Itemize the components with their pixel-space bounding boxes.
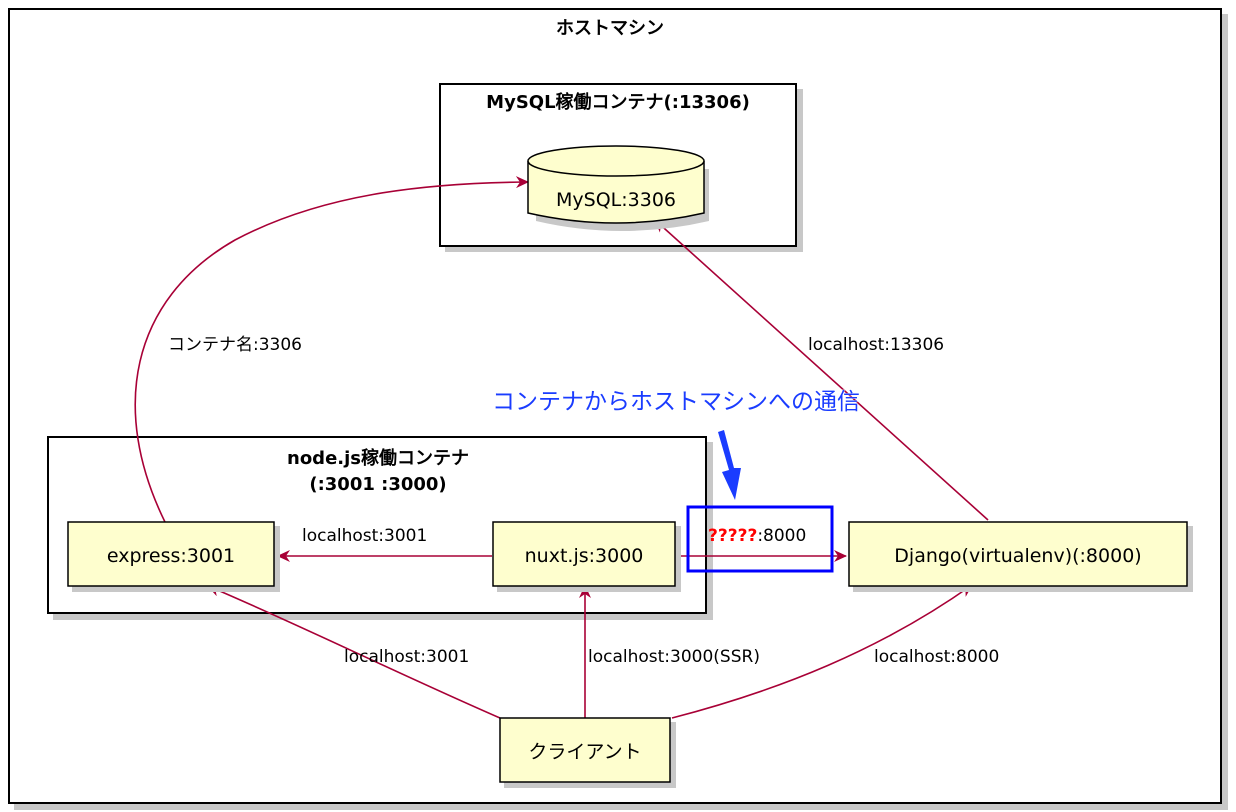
edges xyxy=(134,176,989,719)
edge-label-django-mysql: localhost:13306 xyxy=(808,335,944,355)
edge-label-nuxt-django: ?????:8000 xyxy=(708,526,806,546)
nuxt-django-port: :8000 xyxy=(757,526,806,546)
node-container-title-line2: (:3001 :3000) xyxy=(309,474,446,495)
django-node-label: Django(virtualenv)(:8000) xyxy=(894,545,1141,567)
nuxt-node-label: nuxt.js:3000 xyxy=(525,545,644,567)
annotation-arrow xyxy=(718,430,741,500)
edge-express-to-mysql xyxy=(134,176,529,523)
unknown-host-text: ????? xyxy=(708,526,757,546)
edge-client-to-express xyxy=(207,585,501,719)
express-node: express:3001 xyxy=(67,521,280,592)
edge-label-express-mysql: コンテナ名:3306 xyxy=(168,335,302,355)
client-node-label: クライアント xyxy=(528,741,641,763)
edge-label-client-nuxt: localhost:3000(SSR) xyxy=(588,647,760,667)
annotation-text: コンテナからホストマシンへの通信 xyxy=(492,389,860,415)
django-node: Django(virtualenv)(:8000) xyxy=(848,521,1193,592)
express-node-label: express:3001 xyxy=(107,545,235,567)
highlight-box xyxy=(686,505,834,573)
client-node: クライアント xyxy=(499,717,676,788)
edge-label-client-django: localhost:8000 xyxy=(874,647,999,667)
mysql-container-title: MySQL稼働コンテナ(:13306) xyxy=(486,91,750,113)
host-machine-title: ホストマシン xyxy=(556,18,664,39)
edge-client-to-django xyxy=(671,584,973,719)
node-container-title-line1: node.js稼働コンテナ xyxy=(287,447,469,469)
edge-label-nuxt-express: localhost:3001 xyxy=(302,526,427,546)
nuxt-node: nuxt.js:3000 xyxy=(492,521,681,592)
mysql-database-node: MySQL:3306 xyxy=(527,145,709,231)
mysql-node-label: MySQL:3306 xyxy=(556,189,676,211)
edge-label-client-express: localhost:3001 xyxy=(344,647,469,667)
edge-django-to-mysql xyxy=(654,219,989,521)
